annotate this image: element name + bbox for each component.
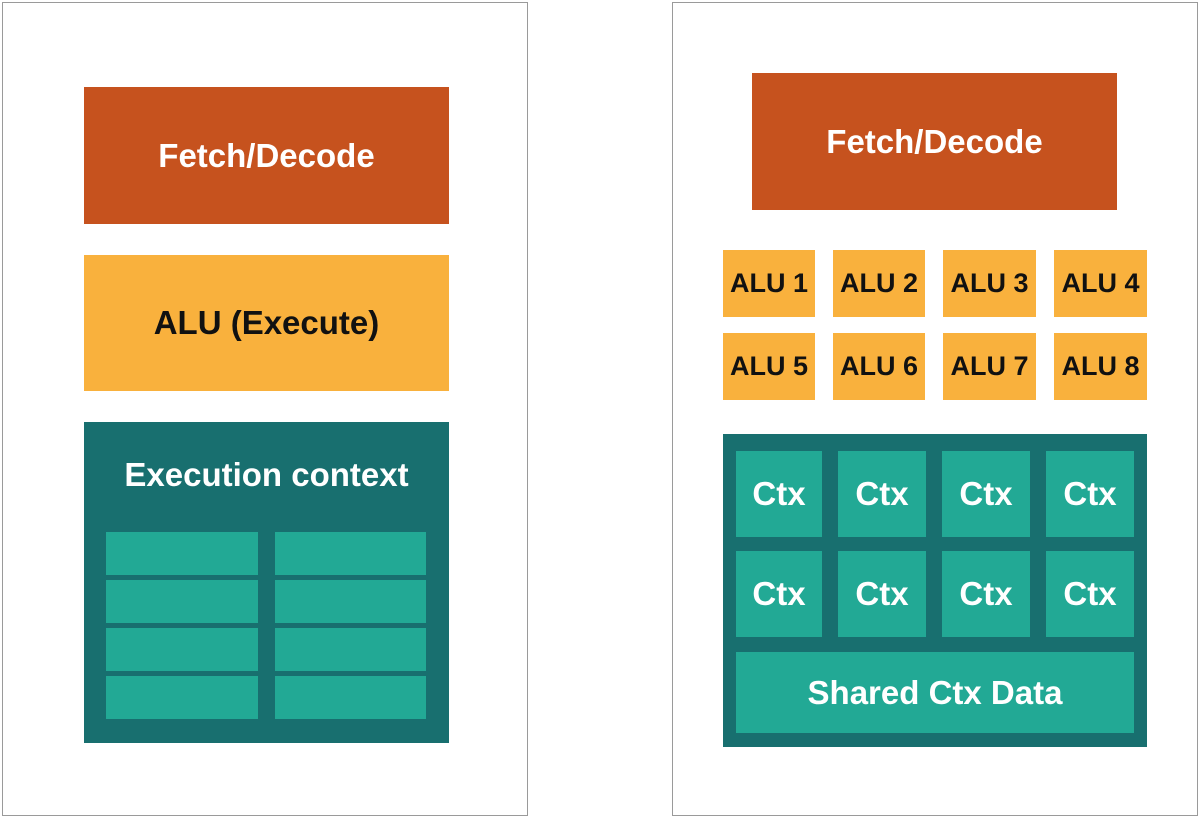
alu-7-block: ALU 7 [943,333,1036,400]
alu-8-block: ALU 8 [1054,333,1147,400]
ctx-cell: Ctx [1046,551,1134,637]
context-register-slot [106,580,258,623]
ctx-cell: Ctx [1046,451,1134,537]
fetch-decode-block: Fetch/Decode [84,87,449,224]
alu-3-block: ALU 3 [943,250,1036,317]
context-register-slot [275,580,426,623]
ctx-cell: Ctx [736,551,822,637]
context-register-slot [275,628,426,671]
context-register-slot [275,676,426,719]
alu-1-block: ALU 1 [723,250,815,317]
context-register-slot [275,532,426,575]
alu-execute-block: ALU (Execute) [84,255,449,391]
alu-2-block: ALU 2 [833,250,925,317]
ctx-cell: Ctx [942,551,1030,637]
context-register-slot [106,532,258,575]
shared-ctx-data-block: Shared Ctx Data [736,652,1134,733]
alu-6-block: ALU 6 [833,333,925,400]
ctx-cell: Ctx [838,551,926,637]
context-register-slot [106,676,258,719]
alu-5-block: ALU 5 [723,333,815,400]
alu-4-block: ALU 4 [1054,250,1147,317]
ctx-cell: Ctx [942,451,1030,537]
fetch-decode-block: Fetch/Decode [752,73,1117,210]
execution-context-title: Execution context [124,456,409,493]
context-register-slot [106,628,258,671]
ctx-cell: Ctx [838,451,926,537]
ctx-cell: Ctx [736,451,822,537]
